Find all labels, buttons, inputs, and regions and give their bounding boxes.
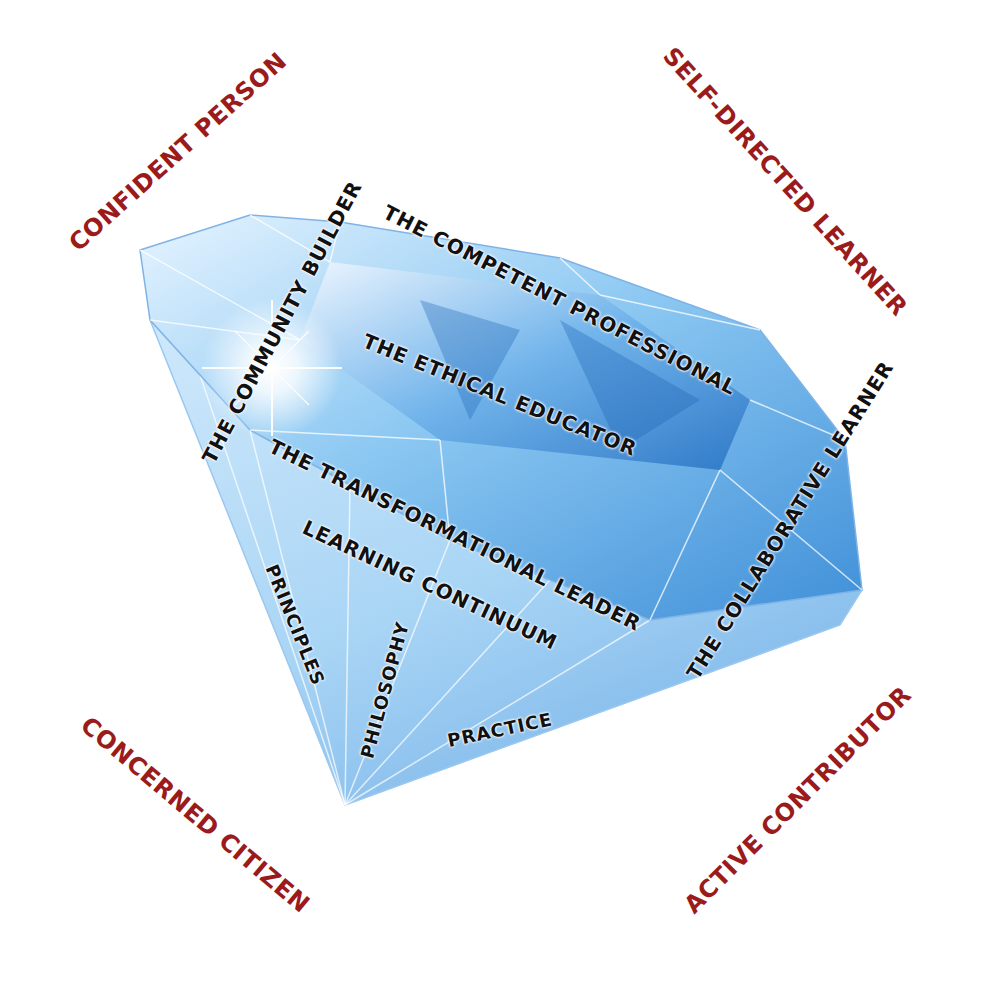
outcome-label: ACTIVE CONTRIBUTOR [680,682,917,919]
outcome-label: CONCERNED CITIZEN [76,712,315,918]
outcome-label: SELF-DIRECTED LEARNER [658,43,913,322]
